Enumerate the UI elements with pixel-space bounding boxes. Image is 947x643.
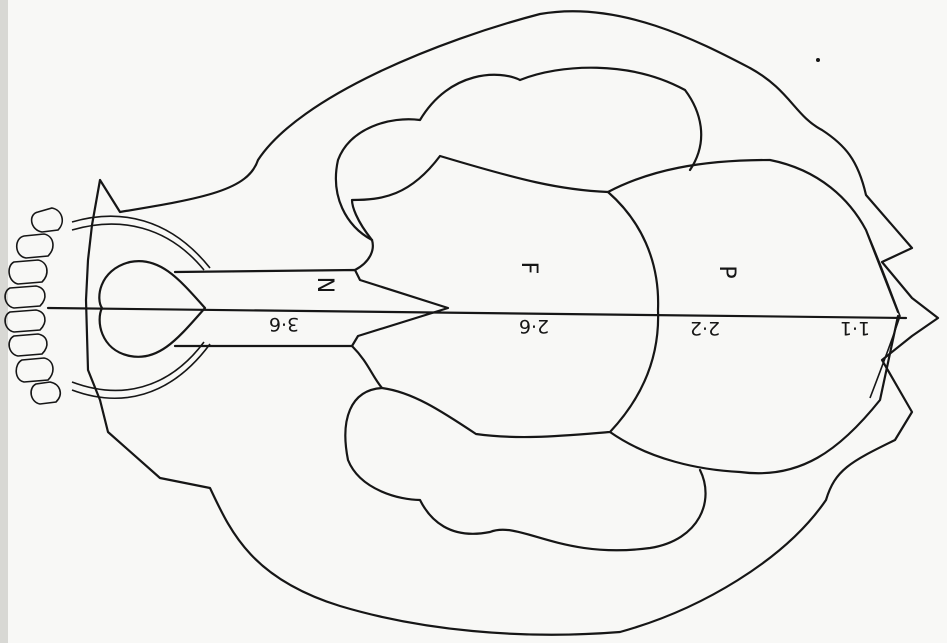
page-edge-shadow: [0, 0, 8, 643]
snout-inner-curve-bottom: [72, 344, 210, 398]
lower-orbit-lobe: [345, 388, 705, 550]
skull-outer-outline: [86, 11, 938, 634]
frontal-measurement: 2·6: [519, 315, 549, 337]
snout-inner-curve-bottom-2: [72, 342, 204, 390]
frontal-bone-outline: [352, 156, 658, 437]
ink-dot: [816, 58, 820, 62]
parietal-label: P: [714, 265, 739, 278]
parietal-rear-measurement: 1·1: [840, 317, 870, 339]
midline-suture: [48, 308, 906, 318]
nasal-measurement: 3·6: [269, 313, 299, 335]
frontal-label: F: [516, 262, 541, 275]
nasal-label: N: [312, 277, 337, 293]
upper-orbit-lobe: [336, 68, 701, 240]
parietal-front-measurement: 2·2: [690, 317, 720, 339]
nasal-bone-outline: [175, 270, 448, 346]
incisor-teeth: [5, 208, 62, 404]
